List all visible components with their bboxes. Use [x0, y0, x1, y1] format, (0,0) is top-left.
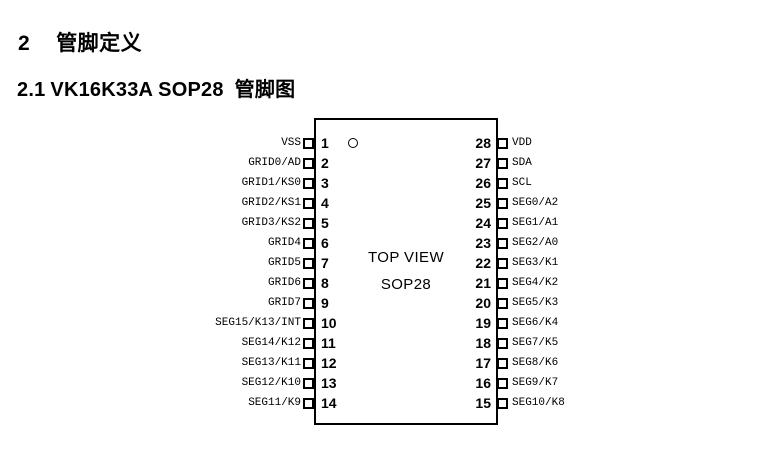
pin-label-17: SEG8/K6: [512, 357, 559, 369]
pin-label-23: SEG2/A0: [512, 237, 559, 249]
pin-pad-15: [497, 397, 508, 409]
pin-label-5: GRID3/KS2: [241, 217, 301, 229]
pin-label-21: SEG4/K2: [512, 277, 559, 289]
pin-number-23: 23: [475, 235, 491, 251]
pin-pad-21: [497, 277, 508, 289]
pin-label-4: GRID2/KS1: [241, 197, 301, 209]
pin-label-28: VDD: [512, 137, 532, 149]
pin-label-15: SEG10/K8: [512, 397, 565, 409]
pin-pad-11: [303, 337, 314, 349]
pin-pad-9: [303, 297, 314, 309]
pin-label-11: SEG14/K12: [241, 337, 301, 349]
pin-number-19: 19: [475, 315, 491, 331]
subsection-part-number: VK16K33A SOP28: [50, 79, 224, 101]
pin-number-15: 15: [475, 395, 491, 411]
pin-label-14: SEG11/K9: [248, 397, 301, 409]
chip-package-label: SOP28: [380, 276, 432, 293]
pin-pad-12: [303, 357, 314, 369]
pin-number-13: 13: [321, 375, 337, 391]
pin-pad-24: [497, 217, 508, 229]
pin-number-18: 18: [475, 335, 491, 351]
pin-label-19: SEG6/K4: [512, 317, 559, 329]
pin-pad-13: [303, 377, 314, 389]
pin-number-3: 3: [321, 175, 329, 191]
pin-label-3: GRID1/KS0: [241, 177, 301, 189]
pin-pad-19: [497, 317, 508, 329]
pin-pad-23: [497, 237, 508, 249]
pin-number-25: 25: [475, 195, 491, 211]
pin-number-22: 22: [475, 255, 491, 271]
pin-pad-4: [303, 197, 314, 209]
pin-pad-16: [497, 377, 508, 389]
pin-number-5: 5: [321, 215, 329, 231]
pin-number-21: 21: [475, 275, 491, 291]
pin-pad-14: [303, 397, 314, 409]
pin-pad-27: [497, 157, 508, 169]
pin-label-18: SEG7/K5: [512, 337, 559, 349]
pin-number-11: 11: [321, 335, 336, 351]
chip-body-outline: [314, 118, 498, 425]
pin-number-17: 17: [475, 355, 491, 371]
pin-number-7: 7: [321, 255, 329, 271]
pin-label-2: GRID0/AD: [248, 157, 301, 169]
section-number: 2: [18, 32, 31, 55]
pin-label-10: SEG15/K13/INT: [215, 317, 301, 329]
pin-label-7: GRID5: [267, 257, 301, 269]
pin-number-16: 16: [475, 375, 491, 391]
pin-label-24: SEG1/A1: [512, 217, 559, 229]
pin-label-16: SEG9/K7: [512, 377, 559, 389]
pin-number-26: 26: [475, 175, 491, 191]
pin-pad-5: [303, 217, 314, 229]
pin-pad-28: [497, 137, 508, 149]
pin-label-13: SEG12/K10: [241, 377, 301, 389]
pin-number-14: 14: [321, 395, 337, 411]
pin-number-10: 10: [321, 315, 337, 331]
section-title: 管脚定义: [56, 32, 143, 55]
pin-number-27: 27: [475, 155, 491, 171]
pin-label-27: SDA: [512, 157, 532, 169]
pin-pad-1: [303, 137, 314, 149]
pin-pad-10: [303, 317, 314, 329]
pin-pad-20: [497, 297, 508, 309]
subsection-number: 2.1: [17, 79, 46, 101]
pin-pad-25: [497, 197, 508, 209]
pin-label-8: GRID6: [267, 277, 301, 289]
pin-pad-3: [303, 177, 314, 189]
pin-pad-2: [303, 157, 314, 169]
pin-number-28: 28: [475, 135, 491, 151]
pin-pad-6: [303, 237, 314, 249]
pin-label-25: SEG0/A2: [512, 197, 559, 209]
pin-label-26: SCL: [512, 177, 532, 189]
pin-number-8: 8: [321, 275, 329, 291]
chip-view-label: TOP VIEW: [368, 249, 444, 266]
pin-number-12: 12: [321, 355, 337, 371]
section-heading: 2 管脚定义: [18, 27, 142, 57]
pin-label-12: SEG13/K11: [241, 357, 301, 369]
pin-number-9: 9: [321, 295, 329, 311]
pin-pad-18: [497, 337, 508, 349]
pin-pad-17: [497, 357, 508, 369]
subsection-title: 管脚图: [234, 79, 296, 101]
pin-label-6: GRID4: [267, 237, 301, 249]
pin-label-1: VSS: [281, 137, 301, 149]
pin-number-2: 2: [321, 155, 329, 171]
pin-pad-7: [303, 257, 314, 269]
pin-number-1: 1: [321, 135, 329, 151]
pin-number-24: 24: [475, 215, 491, 231]
pin-pad-8: [303, 277, 314, 289]
pin-label-20: SEG5/K3: [512, 297, 559, 309]
pin-label-22: SEG3/K1: [512, 257, 559, 269]
pin1-indicator-icon: [348, 138, 358, 148]
pin-number-4: 4: [321, 195, 329, 211]
pin-number-6: 6: [321, 235, 329, 251]
pin-label-9: GRID7: [267, 297, 301, 309]
pin-pad-26: [497, 177, 508, 189]
pin-number-20: 20: [475, 295, 491, 311]
pin-pad-22: [497, 257, 508, 269]
